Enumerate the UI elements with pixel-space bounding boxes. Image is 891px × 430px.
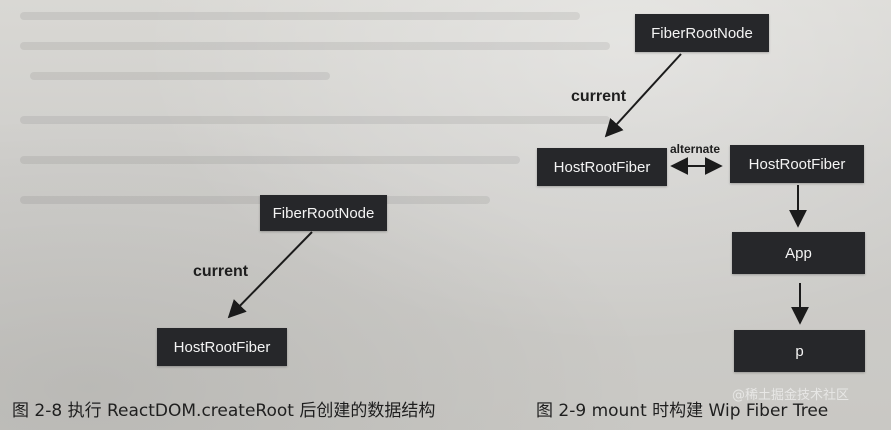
node-fiber-root-node-right: FiberRootNode	[635, 14, 769, 52]
ghost-text-line	[20, 116, 610, 124]
watermark-text: @稀土掘金技术社区	[732, 388, 850, 403]
edge-label-current-right: current	[571, 88, 627, 105]
node-host-root-fiber-left: HostRootFiber	[157, 328, 287, 366]
node-host-root-fiber-current: HostRootFiber	[537, 148, 667, 186]
node-p: p	[734, 330, 865, 372]
ghost-text-line	[30, 72, 330, 80]
figure-caption-2-9: 图 2-9 mount 时构建 Wip Fiber Tree	[536, 401, 829, 421]
arrow-right-current	[604, 53, 682, 138]
edge-label-alternate: alternate	[670, 142, 721, 156]
node-fiber-root-node-left: FiberRootNode	[260, 195, 387, 231]
ghost-text-line	[20, 42, 610, 50]
node-app: App	[732, 232, 865, 274]
edge-label-current-left: current	[193, 263, 249, 280]
arrow-left-current	[227, 231, 313, 319]
node-host-root-fiber-wip: HostRootFiber	[730, 145, 864, 183]
ghost-text-line	[20, 196, 490, 204]
ghost-text-line	[20, 156, 520, 164]
ghost-text-line	[20, 12, 580, 20]
figure-caption-2-8: 图 2-8 执行 ReactDOM.createRoot 后创建的数据结构	[12, 401, 436, 421]
